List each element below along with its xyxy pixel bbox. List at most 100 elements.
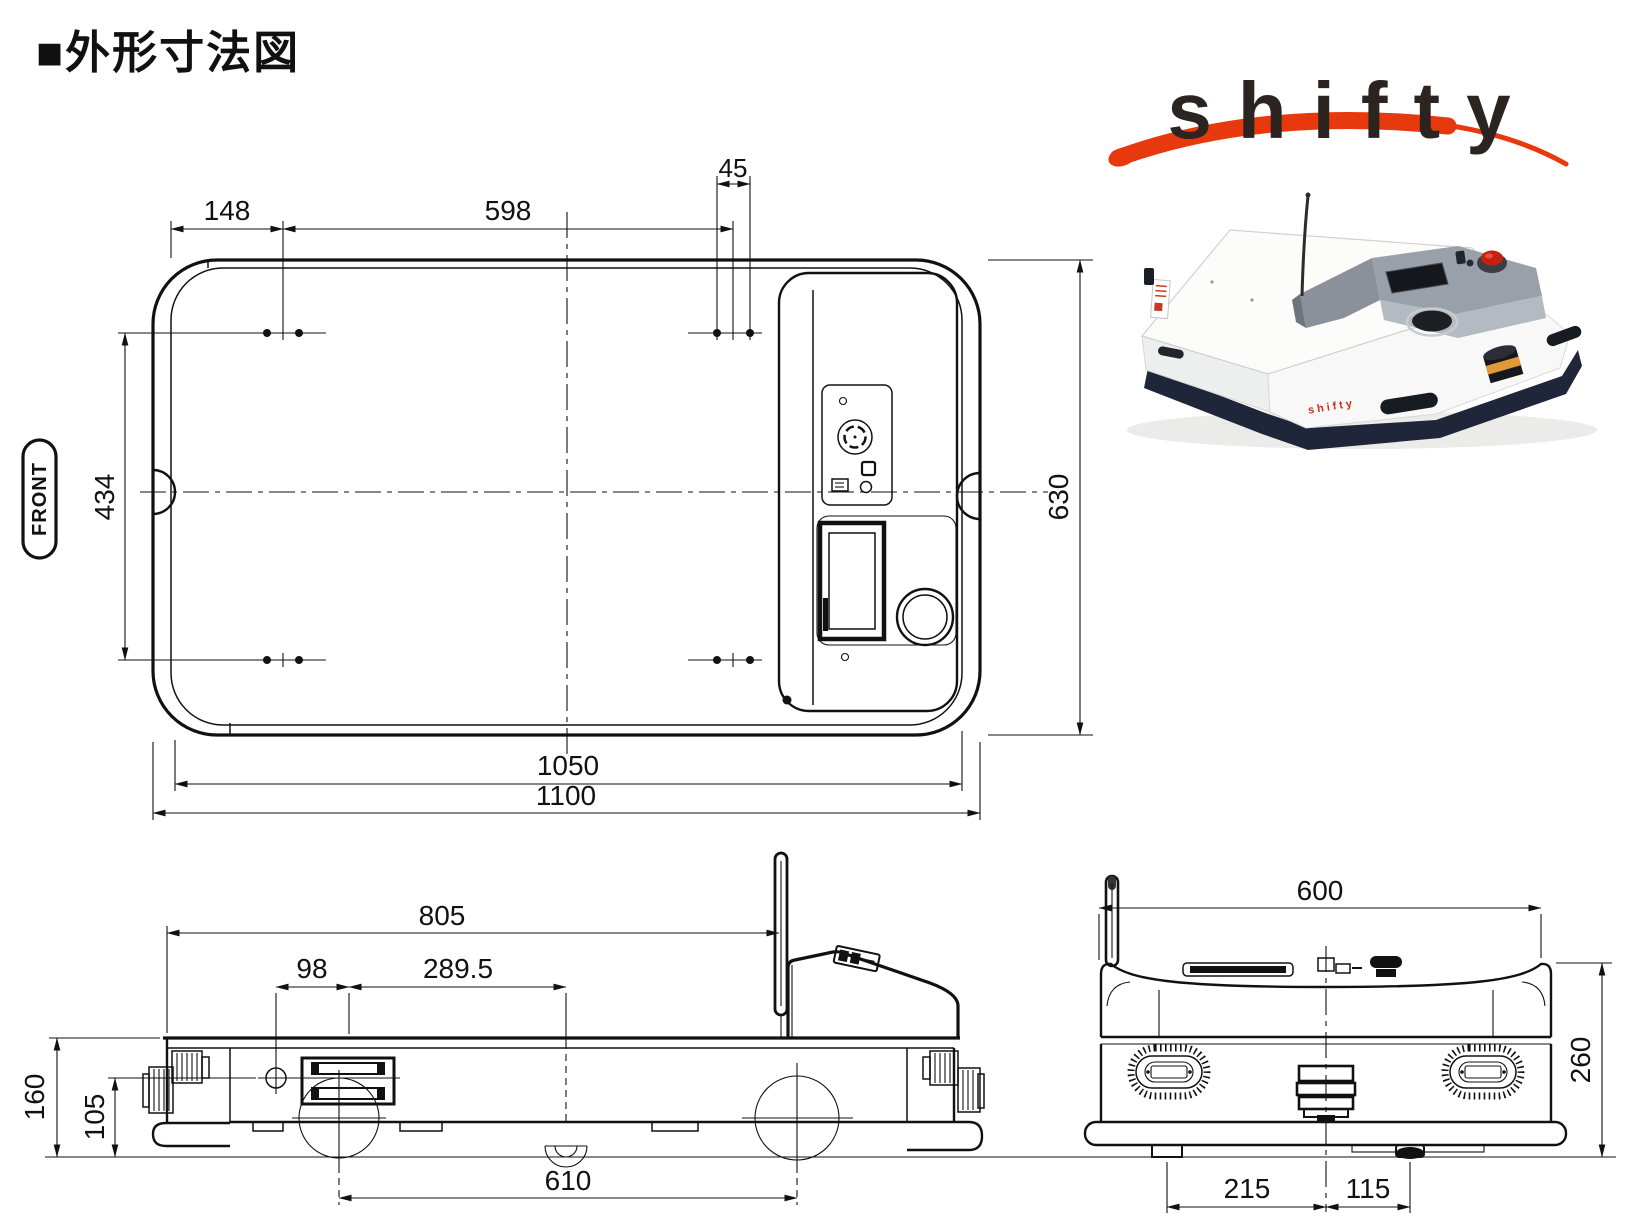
- svg-text:805: 805: [419, 900, 466, 931]
- dim-body-depth: 630: [988, 259, 1093, 736]
- product-photo: shifty: [1127, 192, 1597, 450]
- console-button: [1466, 259, 1474, 267]
- console-wedge-side: [1292, 294, 1306, 328]
- estop-top-view: [895, 587, 955, 647]
- cup-ring: [1405, 307, 1459, 337]
- shifty-logo: shifty: [1108, 66, 1569, 167]
- photo-antenna-tip: [1305, 192, 1311, 198]
- sensor-slot-front-icon: [1380, 392, 1438, 415]
- svg-text:45: 45: [719, 153, 748, 183]
- center-stack: [1295, 1064, 1357, 1123]
- display-screen: [828, 532, 876, 630]
- svg-text:289.5: 289.5: [423, 953, 493, 984]
- svg-text:610: 610: [545, 1165, 592, 1196]
- rear-antenna: [1104, 874, 1120, 968]
- svg-text:148: 148: [204, 195, 251, 226]
- panel-housing: [777, 271, 959, 713]
- dim-hole-pitch-top: 45: [716, 153, 751, 340]
- page-title: ■外形寸法図: [36, 27, 300, 78]
- left-foot: [1151, 1144, 1183, 1158]
- top-view: FRONT 45 148 598 434 630: [21, 153, 1093, 820]
- sensor-slot-right-icon: [1546, 325, 1582, 347]
- dim-wheelbase: 610: [338, 1165, 798, 1202]
- deck-screw: [1250, 298, 1254, 302]
- dim-flat-length: 1050: [174, 731, 963, 791]
- side-antenna: [773, 851, 789, 1037]
- rear-skirt-band: [1083, 1120, 1568, 1147]
- estop-button: [1481, 250, 1503, 266]
- svg-text:260: 260: [1565, 1037, 1596, 1084]
- svg-text:215: 215: [1224, 1173, 1271, 1204]
- dim-edge-to-holes: 148: [170, 195, 284, 340]
- svg-text:160: 160: [19, 1074, 50, 1121]
- dim-overall-length: 1100: [152, 742, 981, 820]
- dim-left-track: 215: [1166, 1162, 1327, 1213]
- side-view: 805 98 289.5 160 105 610: [19, 851, 985, 1205]
- dim-hole-to-ref: 98: [275, 953, 350, 1063]
- svg-text:115: 115: [1346, 1173, 1391, 1204]
- terminal-icon: [831, 478, 849, 492]
- console-wedge: [1300, 258, 1380, 328]
- hump-contact: [832, 945, 881, 973]
- mount-holes: [118, 329, 762, 667]
- sensor-slot-left-icon: [1158, 346, 1184, 359]
- dim-ref-to-caster: 289.5: [348, 953, 567, 1125]
- dim-right-track: 115: [1325, 1162, 1411, 1213]
- dim-overall-height: 260: [1556, 962, 1612, 1158]
- front-badge: FRONT: [21, 438, 58, 560]
- switch-icon: [860, 460, 877, 477]
- battery-block: [300, 1056, 396, 1106]
- rear-wheel: [742, 1063, 853, 1205]
- control-recess: [816, 515, 957, 646]
- top-slot: [1182, 962, 1294, 977]
- estop-highlight: [1485, 253, 1493, 259]
- screw-icon: [840, 652, 850, 662]
- front-skirt: [151, 1121, 230, 1148]
- right-handle-notch: [955, 471, 981, 521]
- display-bezel: [817, 520, 887, 642]
- brush-swoosh: [1109, 111, 1457, 167]
- svg-text:1050: 1050: [537, 750, 599, 781]
- photo-antenna: [1300, 195, 1310, 297]
- svg-text:600: 600: [1297, 875, 1344, 906]
- dim-hole-height: 105: [79, 1077, 256, 1158]
- svg-text:598: 598: [485, 195, 532, 226]
- svg-text:630: 630: [1043, 474, 1074, 521]
- caution-sticker: [1150, 278, 1171, 320]
- panel-lock-dot: [782, 695, 792, 705]
- side-port: [1144, 268, 1154, 285]
- caster: [544, 1145, 588, 1168]
- robot-skirt: [1144, 350, 1582, 450]
- svg-text:98: 98: [296, 953, 327, 984]
- cup-holder: [1412, 310, 1452, 332]
- power-connector-icon: [837, 419, 873, 455]
- logo-text: shifty: [1167, 66, 1536, 155]
- front-label: FRONT: [29, 462, 51, 536]
- jack-icon: [859, 480, 873, 494]
- console-screen: [1385, 262, 1449, 294]
- rear-skirt: [907, 1120, 984, 1152]
- svg-text:434: 434: [89, 474, 120, 521]
- dim-overall-width: 600: [1098, 875, 1542, 960]
- front-wheel: [292, 1070, 386, 1205]
- charge-bumper: [1483, 345, 1524, 384]
- dim-body-height: 160: [19, 1037, 160, 1158]
- rear-contact-block: [922, 1050, 985, 1113]
- svg-text:1100: 1100: [536, 780, 596, 811]
- deck-screw: [1210, 280, 1214, 284]
- screw-icon: [838, 396, 848, 406]
- console-hump: [786, 950, 960, 1038]
- dim-edge-to-antenna: 805: [166, 900, 780, 1033]
- rear-knob: [1370, 956, 1402, 977]
- console-toggle: [1455, 250, 1466, 265]
- right-oval-connector: [1441, 1044, 1525, 1100]
- dim-holes-pitch-vert: 434: [89, 332, 129, 661]
- dim-holes-span: 598: [282, 195, 734, 340]
- brush-tail: [1427, 120, 1569, 167]
- connector-panel: [821, 384, 893, 506]
- front-contact-block: [142, 1050, 210, 1114]
- svg-text:105: 105: [79, 1094, 110, 1141]
- left-oval-connector: [1127, 1044, 1211, 1100]
